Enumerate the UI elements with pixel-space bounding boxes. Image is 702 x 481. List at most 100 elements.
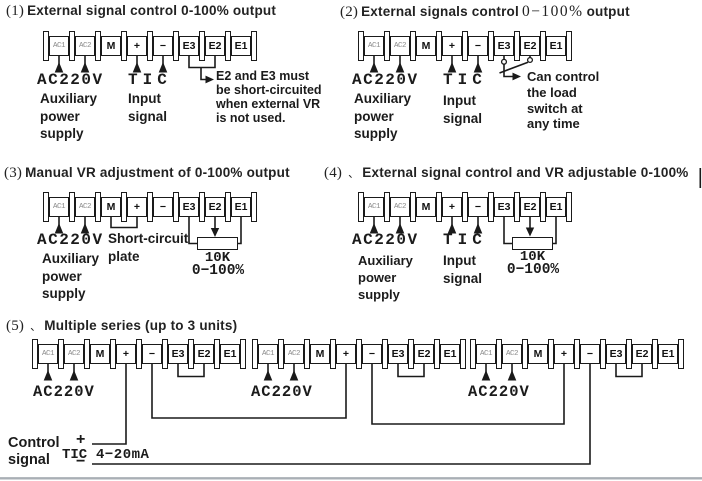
section5-enum-comma: 、: [30, 321, 42, 333]
terminal-E3: E3: [494, 36, 514, 56]
terminal-AC2: AC2: [75, 36, 95, 56]
terminal-−: −: [153, 197, 173, 217]
section5-title: Multiple series (up to 3 units): [44, 318, 238, 333]
s2-ac220v-label: AC220V: [352, 71, 419, 89]
terminal-barrier: [304, 339, 310, 369]
terminal-barrier: [470, 339, 476, 369]
terminal-barrier: [358, 31, 364, 61]
series-bus-2: [371, 364, 565, 425]
terminal-E3: E3: [179, 36, 199, 56]
s4-wires: [369, 217, 557, 245]
terminal-barrier: [69, 192, 75, 222]
terminal-AC2: AC2: [284, 344, 304, 364]
terminal-barrier: [356, 339, 362, 369]
section4-header: (4) 、 External signal control and VR adj…: [324, 165, 689, 182]
terminal-barrier: [32, 339, 38, 369]
terminal-barrier: [678, 339, 684, 369]
terminal-barrier: [382, 339, 388, 369]
terminal-barrier: [69, 31, 75, 61]
s5-plus-label: +: [76, 431, 86, 448]
terminal-barrier: [43, 192, 49, 222]
terminal-−: −: [468, 197, 488, 217]
terminal-AC2: AC2: [502, 344, 522, 364]
terminal-M: M: [416, 197, 436, 217]
section3-title: Manual VR adjustment of 0-100% output: [25, 165, 290, 180]
s5-unit1-ac220v-label: AC220V: [33, 383, 95, 401]
series-bus-1: [151, 364, 347, 419]
terminal-barrier: [214, 339, 220, 369]
terminal-+: +: [336, 344, 356, 364]
s2-switch-note: Can control the load switch at any time: [527, 69, 600, 132]
terminal-E3: E3: [179, 197, 199, 217]
terminal-barrier: [574, 339, 580, 369]
terminal-barrier: [514, 31, 520, 61]
s3-ac220v-label: AC220V: [37, 231, 104, 249]
terminal-E1: E1: [231, 36, 251, 56]
s4-tic-label: TIC: [443, 231, 487, 249]
terminal-+: +: [127, 36, 147, 56]
terminal-AC2: AC2: [64, 344, 84, 364]
s5-control-signal-label: Control signal: [8, 435, 60, 468]
terminal-barrier: [43, 31, 49, 61]
terminal-AC2: AC2: [75, 197, 95, 217]
s4-input-signal-label: Input signal: [443, 253, 483, 286]
s1-wires: [54, 56, 216, 84]
terminal-barrier: [626, 339, 632, 369]
section1-title: External signal control 0-100% output: [27, 3, 277, 18]
section2-title-post: output: [586, 4, 630, 19]
e3-e2-short-unit2: [397, 364, 425, 378]
terminal-E1: E1: [440, 344, 460, 364]
terminal-barrier: [566, 31, 572, 61]
s1-ac220v-label: AC220V: [37, 71, 104, 89]
terminal-−: −: [142, 344, 162, 364]
s4-ac220v-label: AC220V: [352, 231, 419, 249]
terminal-barrier: [460, 339, 466, 369]
section3-header: (3) Manual VR adjustment of 0-100% outpu…: [4, 165, 290, 182]
terminal-barrier: [240, 339, 246, 369]
terminal-AC1: AC1: [258, 344, 278, 364]
terminal-barrier: [121, 31, 127, 61]
terminal-barrier: [278, 339, 284, 369]
terminal-E1: E1: [546, 197, 566, 217]
terminal-+: +: [554, 344, 574, 364]
terminal-barrier: [251, 31, 257, 61]
terminal-barrier: [136, 339, 142, 369]
terminal-−: −: [580, 344, 600, 364]
terminal-barrier: [188, 339, 194, 369]
terminal-barrier: [121, 192, 127, 222]
terminal-barrier: [384, 31, 390, 61]
terminal-+: +: [442, 36, 462, 56]
terminal-E1: E1: [546, 36, 566, 56]
terminal-M: M: [528, 344, 548, 364]
terminal-barrier: [410, 31, 416, 61]
terminal-barrier: [384, 192, 390, 222]
terminal-−: −: [362, 344, 382, 364]
terminal-E2: E2: [520, 36, 540, 56]
terminal-barrier: [548, 339, 554, 369]
terminal-E3: E3: [494, 197, 514, 217]
terminal-barrier: [436, 192, 442, 222]
terminal-barrier: [540, 31, 546, 61]
potentiometer-s3: [197, 237, 238, 250]
terminal-barrier: [410, 192, 416, 222]
e3-e2-short-unit3: [615, 364, 643, 378]
s2-input-signal-label: Input signal: [443, 93, 483, 126]
s1-tic-label: TIC: [128, 71, 172, 89]
terminal-M: M: [310, 344, 330, 364]
s5-current-range-label: 4−20mA: [96, 447, 150, 463]
terminal-E3: E3: [606, 344, 626, 364]
section4-title: External signal control and VR adjustabl…: [362, 165, 689, 180]
terminal-AC1: AC1: [38, 344, 58, 364]
section4-number: (4): [324, 165, 343, 181]
s5-unit3-ac220v-label: AC220V: [468, 383, 530, 401]
terminal-−: −: [153, 36, 173, 56]
s4-aux-power-label: Auxiliary power supply: [358, 253, 413, 302]
terminal-barrier: [408, 339, 414, 369]
terminal-barrier: [522, 339, 528, 369]
terminal-barrier: [251, 192, 257, 222]
s4-pot-value: 10K: [519, 249, 546, 265]
